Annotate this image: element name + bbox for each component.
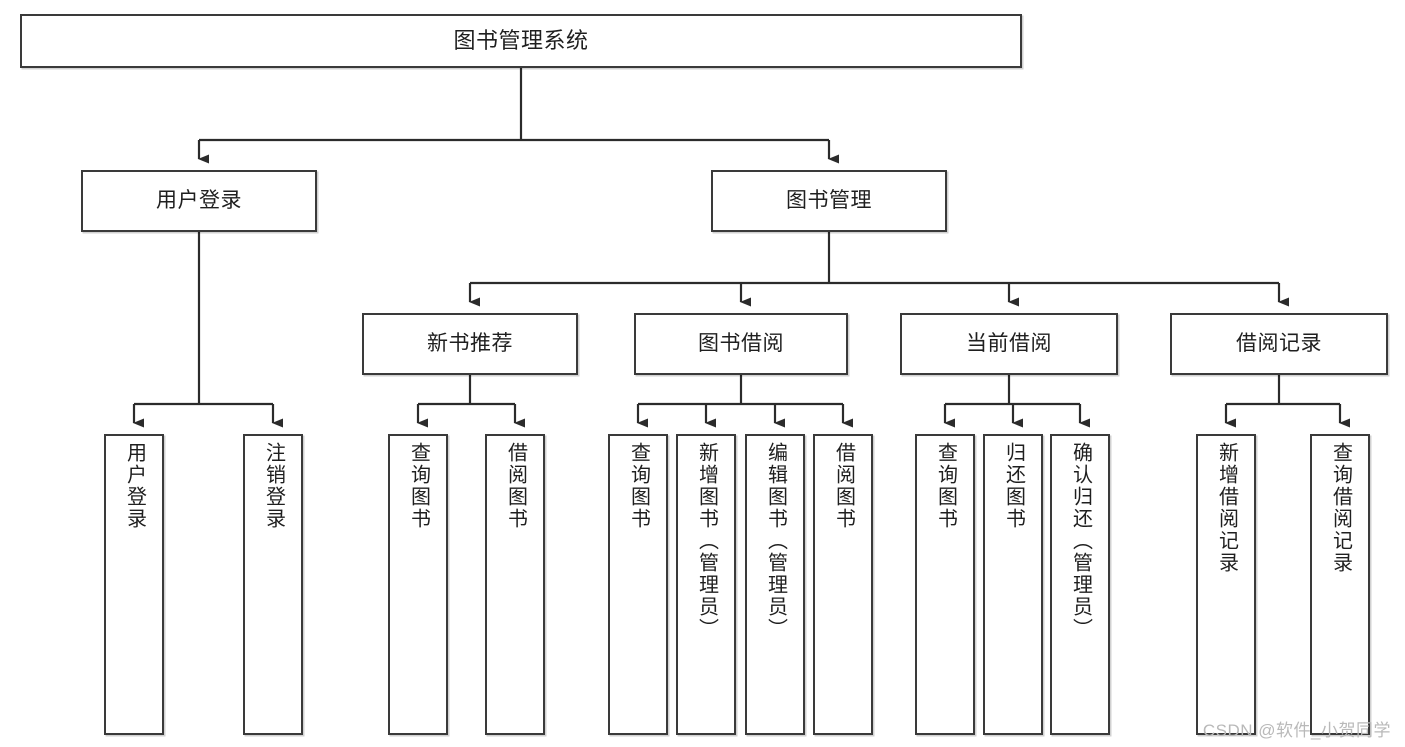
node-root-label: 图书管理系统 [453,27,589,53]
node-leaf-borrow-book[interactable]: 借阅图书 [813,434,873,735]
node-leaf-confirm-return[interactable]: 确认归还（管理员） [1050,434,1110,735]
node-label-vertical: 查询图书 [934,442,957,530]
node-label: 新书推荐 [427,332,513,356]
node-label-vertical: 注销登录 [262,442,285,530]
node-leaf-borrow-book-rec[interactable]: 借阅图书 [485,434,545,735]
node-new-book-rec[interactable]: 新书推荐 [362,313,578,375]
node-book-borrow[interactable]: 图书借阅 [634,313,848,375]
node-label-vertical: 确认归还（管理员） [1069,442,1092,640]
node-label-vertical: 归还图书 [1002,442,1025,530]
watermark-label: CSDN @软件_小贺同学 [1202,721,1391,740]
node-label: 当前借阅 [966,332,1052,356]
node-label-vertical: 新增图书（管理员） [695,442,718,640]
node-label: 借阅记录 [1236,332,1322,356]
node-label: 图书管理 [786,189,872,213]
node-label-vertical: 查询图书 [407,442,430,530]
node-label-vertical: 查询图书 [627,442,650,530]
node-root[interactable]: 图书管理系统 [20,14,1022,68]
node-label-vertical: 编辑图书（管理员） [764,442,787,640]
node-label-vertical: 查询借阅记录 [1329,442,1352,574]
node-user-login[interactable]: 用户登录 [81,170,317,232]
node-leaf-return-book[interactable]: 归还图书 [983,434,1043,735]
node-leaf-query-book-rec[interactable]: 查询图书 [388,434,448,735]
node-label: 用户登录 [156,189,242,213]
node-leaf-query-book-current[interactable]: 查询图书 [915,434,975,735]
node-leaf-query-book-borrow[interactable]: 查询图书 [608,434,668,735]
node-label-vertical: 用户登录 [123,442,146,530]
node-label-vertical: 借阅图书 [832,442,855,530]
node-leaf-edit-book[interactable]: 编辑图书（管理员） [745,434,805,735]
node-leaf-add-book[interactable]: 新增图书（管理员） [676,434,736,735]
node-label-vertical: 新增借阅记录 [1215,442,1238,574]
node-current-borrow[interactable]: 当前借阅 [900,313,1118,375]
node-book-manage[interactable]: 图书管理 [711,170,947,232]
node-leaf-user-logout[interactable]: 注销登录 [243,434,303,735]
node-label-vertical: 借阅图书 [504,442,527,530]
node-leaf-user-login[interactable]: 用户登录 [104,434,164,735]
node-leaf-add-record[interactable]: 新增借阅记录 [1196,434,1256,735]
node-borrow-record[interactable]: 借阅记录 [1170,313,1388,375]
node-leaf-query-record[interactable]: 查询借阅记录 [1310,434,1370,735]
node-label: 图书借阅 [698,332,784,356]
